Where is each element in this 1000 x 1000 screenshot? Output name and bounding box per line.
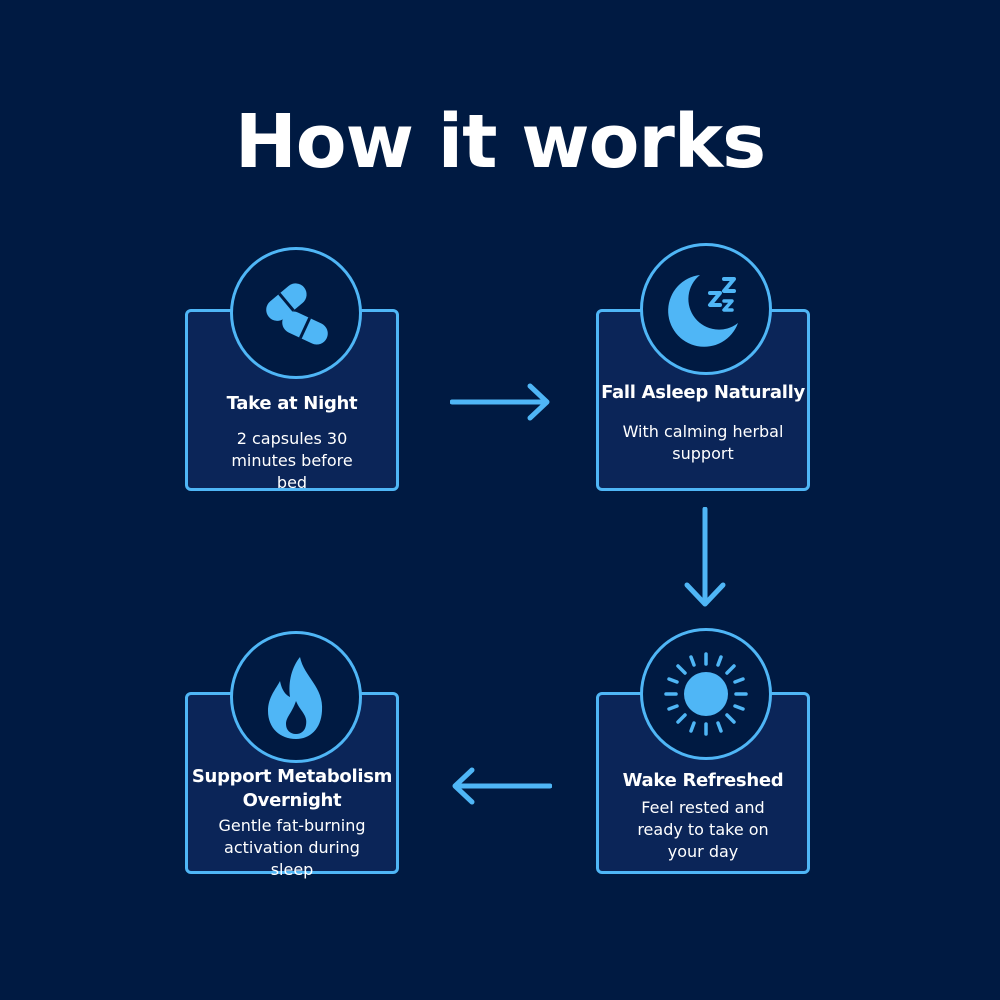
capsules-icon [266, 283, 328, 345]
arrow-left-icon [452, 767, 552, 805]
step-title: Fall Asleep Naturally [601, 382, 805, 403]
page-title: How it works [234, 99, 766, 185]
step-description: With calming herbal support [622, 422, 784, 463]
step-title: Wake Refreshed [622, 770, 784, 791]
step-card-wake-refreshed: Wake Refreshed Feel rested and ready to … [596, 692, 810, 874]
arrow-down-icon [684, 507, 726, 607]
step-card-support-metabolism: Support Metabolism Overnight Gentle fat-… [185, 692, 399, 879]
step-description: Feel rested and ready to take on your da… [637, 798, 769, 861]
step-title: Support Metabolism Overnight [191, 766, 393, 811]
flame-icon [268, 657, 323, 739]
step-icon-circle [640, 243, 772, 375]
step-icon-circle [640, 628, 772, 760]
moon-zzz-icon [668, 275, 738, 347]
step-description: Gentle fat-burning activation during sle… [218, 816, 366, 879]
arrow-right-icon [450, 383, 550, 421]
step-description: 2 capsules 30 minutes before bed [231, 429, 353, 492]
step-icon-circle [230, 631, 362, 763]
step-title: Take at Night [226, 393, 358, 414]
step-icon-circle [230, 247, 362, 379]
sun-icon [664, 652, 748, 736]
